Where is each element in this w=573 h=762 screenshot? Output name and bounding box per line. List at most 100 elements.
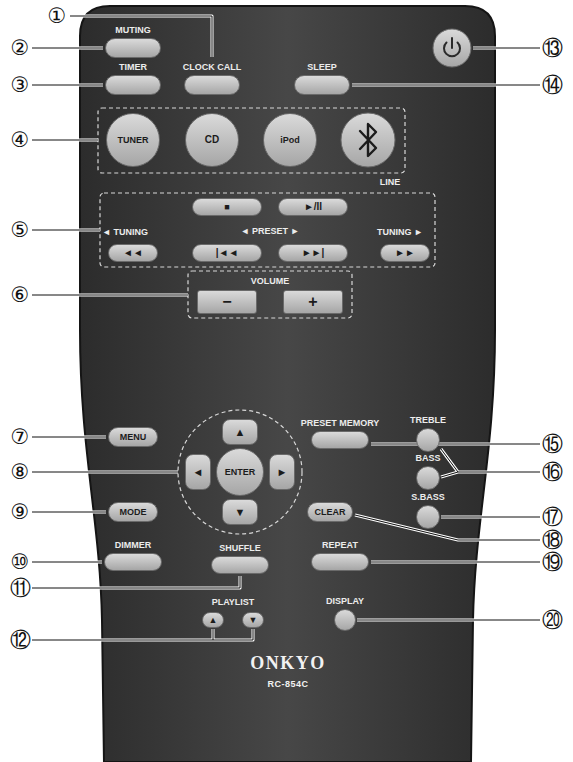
key-legend: VOLUME: [251, 277, 290, 286]
menu-button: MENU: [108, 427, 158, 447]
callout-number: ⑥: [11, 285, 30, 306]
tone-button: BASS: [416, 466, 440, 490]
cursor-button: ▼: [222, 499, 258, 525]
callout-number: ⑰: [542, 507, 563, 528]
stop-button: ■: [192, 198, 262, 216]
leader-line: [32, 140, 98, 141]
model-number: RC-854C: [267, 680, 308, 689]
leader-line: [371, 562, 540, 563]
power-button-shape: [433, 29, 471, 67]
key-legend: ◄ TUNING: [102, 228, 148, 237]
clear-button: CLEAR: [307, 502, 353, 522]
callout-number: ⑲: [542, 552, 563, 573]
button-legend: TIMER: [119, 63, 147, 73]
callout-number: ⑪: [10, 578, 31, 599]
leader-line: [32, 512, 106, 513]
leader-line: [32, 562, 102, 563]
callout-number: ⑤: [11, 220, 30, 241]
muting-button: MUTING: [105, 38, 161, 58]
button-text: iPod: [280, 136, 300, 145]
power-symbol: [451, 38, 453, 48]
button-text: ▼: [249, 616, 258, 625]
sbass-button: S.BASS: [416, 505, 440, 529]
tuning-down-button: ◄◄: [108, 244, 158, 262]
button-legend: REPEAT: [322, 541, 358, 551]
key-legend: TUNING ►: [377, 228, 423, 237]
sleep-button: SLEEP: [294, 75, 350, 95]
callout-number: ①: [48, 6, 67, 27]
preset-memory-button: PRESET MEMORY: [311, 431, 369, 449]
button-text: ▼: [235, 507, 246, 518]
button-text: TUNER: [118, 136, 149, 145]
playlist-button: ▼: [242, 612, 264, 628]
leader-line: [32, 139, 98, 142]
callout-number: ④: [11, 130, 30, 151]
leader-halo: [32, 16, 540, 640]
button-text: −: [222, 294, 231, 310]
leader-line: [32, 471, 178, 474]
power-button: [433, 29, 471, 67]
leader-line: [352, 84, 540, 87]
button-legend: CLOCK CALL: [183, 63, 242, 73]
button-text: CLEAR: [315, 508, 346, 517]
leader-line: [355, 515, 540, 540]
preset-next-button: ►►|: [278, 244, 348, 262]
dashed-group-outline: [100, 193, 435, 267]
play-pause-button: ►/II: [278, 198, 348, 216]
leader-line: [355, 515, 540, 540]
button-legend: MUTING: [115, 26, 151, 36]
button-text: |◄◄: [216, 248, 239, 258]
button-text: MENU: [120, 433, 147, 442]
leader-line: [32, 48, 103, 49]
dimmer-button: DIMMER: [104, 553, 162, 571]
bluetooth-button-shape: [341, 113, 395, 167]
leader-line: [70, 16, 212, 57]
button-legend: DISPLAY: [326, 597, 364, 607]
callout-number: ⑦: [11, 427, 30, 448]
button-text: MODE: [120, 508, 147, 517]
volume-down-button: −: [197, 290, 257, 314]
button-text: ►►: [395, 248, 415, 258]
leader-line: [441, 517, 540, 518]
cursor-button: ▲: [222, 419, 258, 445]
leader-line: [371, 561, 540, 564]
leader-line: [32, 472, 178, 473]
bluetooth-button: [341, 113, 395, 167]
button-text: ►►|: [302, 248, 325, 258]
leader-line: [441, 449, 540, 477]
repeat-button: REPEAT: [311, 553, 369, 571]
callout-number: ⑱: [542, 530, 563, 551]
leader-line: [32, 576, 240, 588]
enter-button: ENTER: [216, 448, 264, 496]
leader-line: [32, 576, 240, 588]
input-button: CD: [185, 113, 239, 167]
button-text: ◄◄: [123, 248, 143, 258]
playlist-button: ▲: [202, 612, 224, 628]
leader-line: [357, 620, 540, 621]
button-legend: SLEEP: [307, 63, 337, 73]
dashed-group-outline: [188, 271, 352, 318]
button-text: ▲: [209, 616, 218, 625]
button-legend: S.BASS: [411, 493, 445, 503]
callout-number: ⑳: [542, 610, 563, 631]
tone-button: TREBLE: [416, 428, 440, 452]
brand-logo: ONKYO: [250, 654, 326, 672]
leader-line: [32, 85, 103, 86]
key-legend: LINE: [380, 178, 401, 187]
leader-line: [352, 85, 540, 86]
button-text: CD: [205, 135, 219, 145]
input-button: iPod: [263, 113, 317, 167]
leader-line: [70, 16, 212, 57]
leader-line: [441, 449, 540, 477]
callout-number: ⑧: [11, 462, 30, 483]
power-symbol: [444, 43, 460, 57]
leader-line: [371, 443, 540, 446]
dashed-group-outline: [178, 410, 302, 534]
bluetooth-symbol: [360, 124, 376, 156]
cursor-button: ◄: [185, 454, 211, 490]
leader-line: [32, 561, 102, 564]
key-legend: ◄ PRESET ►: [241, 227, 300, 236]
key-legend: PLAYLIST: [212, 598, 255, 607]
callout-number: ⑮: [542, 434, 563, 455]
callout-number: ⑫: [10, 630, 31, 651]
